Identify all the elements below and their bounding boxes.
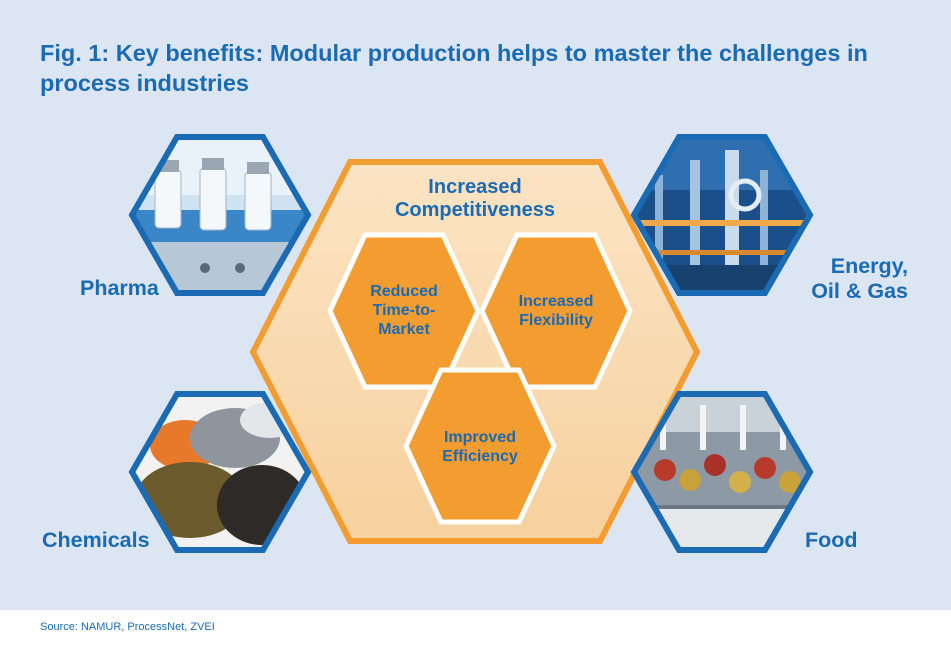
benefit-label-efficiency: Improved Efficiency bbox=[410, 428, 550, 466]
benefit-hexagon-time-to-market bbox=[327, 232, 481, 390]
industry-label-pharma: Pharma bbox=[80, 276, 159, 300]
benefit-label-time-to-market: Reduced Time-to- Market bbox=[334, 282, 474, 339]
industry-label-energy: Energy, Oil & Gas bbox=[796, 254, 908, 304]
source-note: Source: NAMUR, ProcessNet, ZVEI bbox=[40, 621, 215, 633]
benefit-label-line: Efficiency bbox=[442, 448, 518, 465]
industry-label-energy-line2: Oil & Gas bbox=[811, 279, 908, 303]
figure-title: Fig. 1: Key benefits: Modular production… bbox=[40, 40, 868, 96]
benefit-label-line: Reduced bbox=[370, 283, 438, 300]
benefit-label-line: Increased bbox=[518, 293, 594, 310]
industry-label-energy-line1: Energy, bbox=[830, 254, 908, 278]
industry-label-food: Food bbox=[805, 528, 858, 552]
pharma-image bbox=[132, 137, 308, 293]
industry-label-chemicals: Chemicals bbox=[42, 528, 150, 552]
center-heading: Increased Competitiveness bbox=[375, 176, 575, 222]
benefit-label-flexibility: Increased Flexibility bbox=[486, 292, 626, 330]
center-heading-line2: Competitiveness bbox=[394, 199, 556, 221]
center-heading-line1: Increased bbox=[428, 176, 522, 198]
benefit-label-line: Improved bbox=[443, 429, 516, 446]
benefit-label-line: Market bbox=[378, 321, 430, 338]
benefit-hexagon-efficiency bbox=[403, 367, 557, 525]
benefit-label-line: Time-to- bbox=[372, 302, 436, 319]
benefit-label-line: Flexibility bbox=[519, 312, 593, 329]
